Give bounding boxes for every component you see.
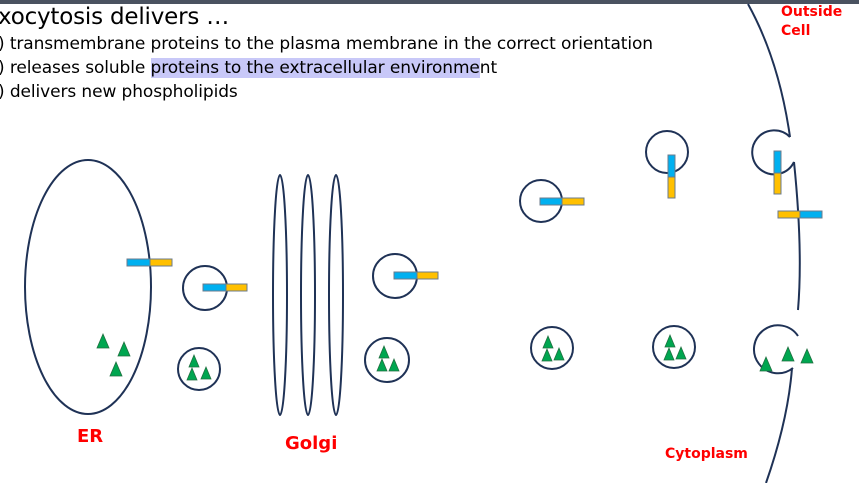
- plasma-membrane-middle: [793, 161, 801, 311]
- plasma-membrane-transmembrane-protein: [777, 210, 823, 219]
- vesicle-soluble-proteins: [376, 344, 400, 372]
- bullet-item-3: ) delivers new phospholipids: [0, 82, 238, 102]
- er-vesicle-soluble-cargo: [177, 347, 221, 391]
- transport-vesicle-2: [645, 130, 689, 174]
- plasma-membrane-upper: [747, 3, 791, 138]
- bullet-prefix: ): [0, 58, 10, 78]
- bullet-item-2: ) releases soluble proteins to the extra…: [0, 58, 497, 78]
- vesicle-transmembrane-protein: [539, 197, 585, 206]
- vesicle-soluble-proteins: [663, 333, 687, 361]
- bullet-item-1: ) transmembrane proteins to the plasma m…: [0, 34, 653, 54]
- fusing-vesicle-soluble-cargo: [753, 324, 799, 375]
- plasma-membrane-lower: [765, 367, 793, 483]
- vesicle-transmembrane-protein: [202, 283, 248, 292]
- outside-cell-label-line1: Outside: [781, 4, 843, 20]
- golgi-cisterna-3: [328, 174, 344, 416]
- fusing-transmembrane-protein: [773, 150, 782, 195]
- bullet-text: transmembrane proteins to the plasma mem…: [9, 34, 653, 54]
- er-label: ER: [77, 426, 104, 447]
- transport-vesicle-soluble-1: [530, 326, 574, 370]
- released-soluble-proteins: [759, 345, 814, 372]
- golgi-cisterna-1: [272, 174, 288, 416]
- cytoplasm-label: Cytoplasm: [665, 446, 748, 462]
- bullet-text: delivers new phospholipids: [9, 82, 238, 102]
- vesicle-transmembrane-protein: [393, 271, 439, 280]
- er-membrane: [24, 159, 152, 415]
- golgi-cisterna-2: [300, 174, 316, 416]
- bullet-prefix: ): [0, 82, 10, 102]
- text-selection-highlight[interactable]: proteins to the extracellular environme: [150, 58, 480, 78]
- vesicle-soluble-proteins: [186, 353, 212, 381]
- bullet-text-tail: nt: [479, 58, 498, 78]
- vesicle-soluble-proteins: [541, 334, 565, 362]
- bullet-prefix: ): [0, 34, 10, 54]
- outside-cell-label: Outside Cell: [781, 3, 842, 41]
- transport-vesicle-soluble-2: [652, 325, 696, 369]
- golgi-label: Golgi: [285, 433, 338, 454]
- vesicle-transmembrane-protein-rotated: [667, 154, 676, 199]
- top-border-bar: [0, 0, 859, 4]
- bullet-text: releases soluble: [9, 58, 151, 78]
- er-transmembrane-protein: [126, 258, 173, 267]
- er-soluble-proteins: [96, 332, 131, 377]
- outside-cell-label-line2: Cell: [781, 23, 811, 39]
- fusing-vesicle-membrane-protein: [751, 129, 795, 176]
- golgi-vesicle-soluble-cargo: [364, 337, 410, 383]
- slide-title: xocytosis delivers …: [0, 4, 230, 30]
